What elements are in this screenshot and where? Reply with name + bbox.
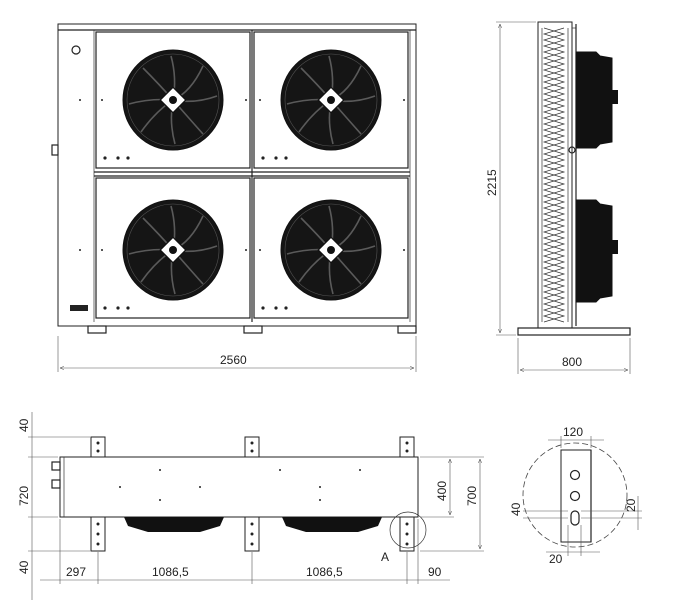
fan-bottom-right-icon [280, 199, 382, 301]
front-view: 2560 [51, 23, 417, 372]
dim-side-depth: 800 [562, 355, 582, 369]
dim-offset-left: 297 [66, 565, 86, 579]
dim-fan-spacing-2: 1086,5 [306, 565, 343, 579]
detail-a-marker [389, 511, 427, 549]
dim-bottom-margin: 40 [17, 560, 31, 574]
detail-a-label: A [381, 550, 389, 564]
dim-front-width: 2560 [220, 353, 247, 367]
dim-fan-spacing-1: 1086,5 [152, 565, 189, 579]
side-view: 2215 800 [485, 21, 631, 374]
dim-height: 2215 [485, 169, 499, 196]
dim-offset-right: 90 [428, 565, 442, 579]
dim-outer-height: 700 [465, 486, 479, 506]
dim-detail-right: 20 [624, 498, 638, 512]
dim-detail-bottom: 20 [549, 552, 563, 566]
dim-detail-left: 40 [509, 502, 523, 516]
dim-body-height: 720 [17, 486, 31, 506]
dim-detail-width: 120 [563, 425, 583, 439]
detail-a-view: 120 40 20 20 [509, 425, 642, 566]
dim-inner-height: 400 [435, 481, 449, 501]
dim-top-margin: 40 [17, 418, 31, 432]
fan-top-right-icon [280, 49, 382, 151]
fan-bottom-left-icon [122, 199, 224, 301]
fan-top-left-icon [122, 49, 224, 151]
top-view: A 40 720 40 400 700 297 1086,5 1086,5 90 [17, 412, 484, 600]
